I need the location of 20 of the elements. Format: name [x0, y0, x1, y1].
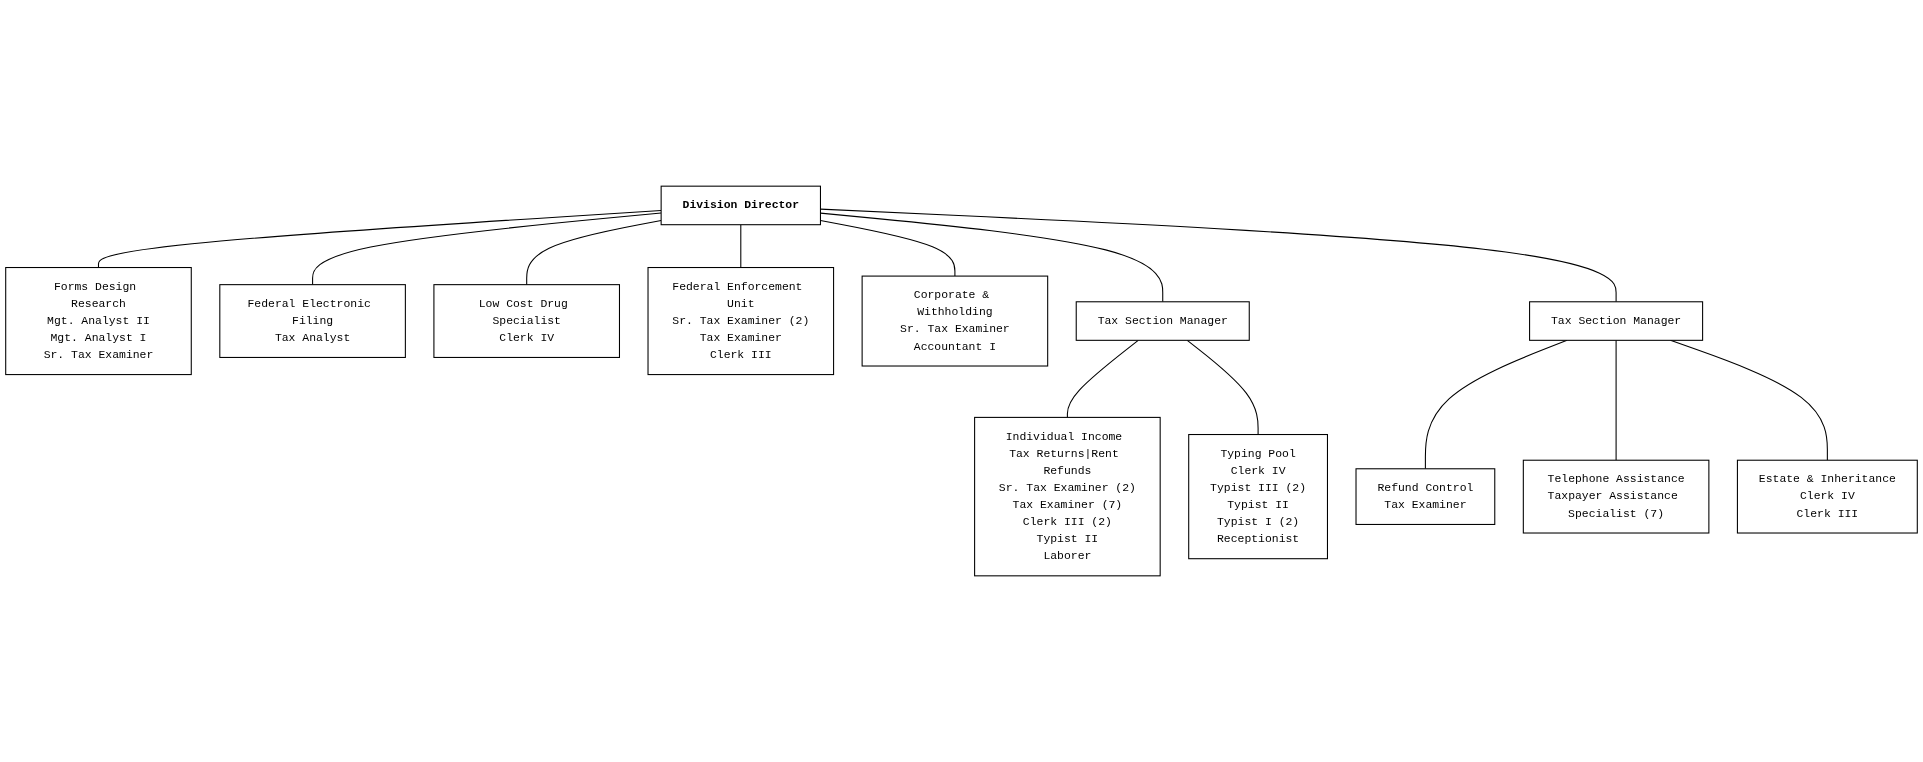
node-box: Federal Electronic Filing Tax Analyst: [219, 284, 406, 358]
node-box: Division Director: [660, 185, 821, 226]
node-box: Low Cost Drug Specialist Clerk IV: [433, 284, 620, 358]
node-box: Typing Pool Clerk IV Typist III (2) Typist II Typist I (2) Receptionist: [1188, 434, 1328, 560]
node-box: Estate & Inheritance Clerk IV Clerk III: [1736, 459, 1918, 534]
node-box: Telephone Assistance Taxpayer Assistance Specialist (7): [1522, 459, 1710, 534]
connector: [1186, 339, 1259, 436]
connector: [526, 220, 662, 286]
connector: [312, 212, 662, 286]
node-box: Individual Income Tax Returns|Rent Refunds Sr. Tax Examiner (2) Tax Examiner (7) Clerk III (2) Typist II Laborer: [974, 416, 1161, 577]
node-box: Tax Section Manager: [1529, 301, 1704, 341]
connector: [1615, 339, 1617, 461]
node-box: Forms Design Research Mgt. Analyst II Mgt. Analyst I Sr. Tax Examiner: [5, 267, 192, 376]
connector: [97, 209, 662, 269]
connector: [1066, 339, 1139, 418]
node-box: Federal Enforcement Unit Sr. Tax Examiner (2) Tax Examiner Clerk III: [647, 267, 835, 376]
connector: [740, 224, 742, 269]
node-box: Tax Section Manager: [1075, 301, 1250, 341]
node-box: Corporate & Withholding Sr. Tax Examiner Accountant I: [861, 275, 1049, 367]
node-box: Refund Control Tax Examiner: [1355, 468, 1496, 525]
